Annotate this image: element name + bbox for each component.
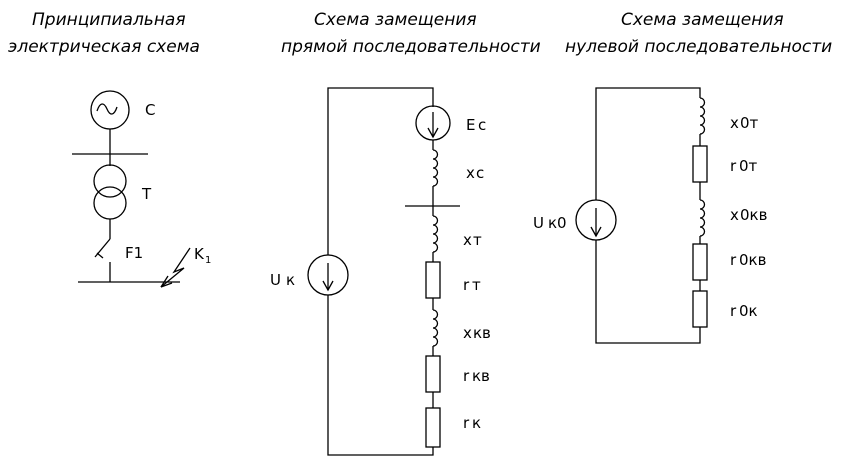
top-wire	[327, 87, 434, 255]
svg-text:r: r	[730, 157, 737, 175]
r0t-label: r 0т	[730, 157, 758, 175]
title-principal-line-1: Принципиальная	[32, 10, 186, 30]
svg-text:E: E	[466, 116, 475, 134]
svg-text:1: 1	[205, 255, 211, 266]
svg-text:0т: 0т	[739, 157, 758, 175]
svg-text:кв: кв	[473, 324, 491, 342]
rkv-resistor-icon	[425, 355, 441, 393]
svg-text:K: K	[194, 245, 205, 263]
xc-inductor-icon	[432, 149, 439, 187]
bottom-wire-zero	[595, 240, 701, 344]
svg-text:r: r	[730, 302, 737, 320]
svg-text:r: r	[730, 251, 737, 269]
fault-label: K 1	[194, 245, 211, 266]
svg-text:r: r	[463, 367, 470, 385]
svg-text:x: x	[730, 114, 739, 132]
uk0-source-icon	[575, 199, 617, 241]
svg-text:с: с	[476, 164, 484, 182]
transformer-icon	[93, 164, 127, 220]
title-zero-line-2: нулевой последовательности	[565, 37, 832, 57]
uk-source-icon	[307, 254, 349, 296]
x0t-inductor-icon	[699, 97, 706, 135]
rt-label: r т	[463, 276, 481, 294]
transformer-label: Т	[141, 185, 152, 203]
svg-text:U: U	[533, 214, 544, 232]
svg-text:0кв: 0кв	[739, 251, 766, 269]
bottom-wire	[327, 295, 434, 456]
svg-text:x: x	[466, 164, 475, 182]
title-principal-line-2: электрическая схема	[8, 37, 200, 57]
svg-text:0кв: 0кв	[740, 206, 767, 224]
svg-text:r: r	[463, 276, 470, 294]
r0kv-label: r 0кв	[730, 251, 766, 269]
r0k-label: r 0к	[730, 302, 758, 320]
svg-text:x: x	[463, 231, 472, 249]
xt-label: x т	[463, 231, 482, 249]
rk-label: r к	[463, 414, 481, 432]
x0kv-label: x 0кв	[730, 206, 767, 224]
rkv-label: r кв	[463, 367, 490, 385]
source-label: С	[145, 101, 155, 119]
principal-scheme: С Т F1 K 1	[72, 90, 211, 288]
svg-text:к0: к0	[548, 214, 567, 232]
title-positive-sequence: Схема замещения прямой последовательност…	[281, 10, 541, 57]
uk-label: U к	[270, 271, 295, 289]
svg-text:к: к	[286, 271, 295, 289]
svg-text:с: с	[478, 116, 486, 134]
svg-text:кв: кв	[472, 367, 490, 385]
x0kv-inductor-icon	[699, 199, 706, 237]
svg-text:0т: 0т	[740, 114, 759, 132]
svg-text:т: т	[473, 231, 482, 249]
title-principal-scheme: Принципиальная электрическая схема	[8, 10, 200, 57]
svg-text:т: т	[472, 276, 481, 294]
title-zero-sequence: Схема замещения нулевой последовательнос…	[565, 10, 832, 57]
svg-text:r: r	[463, 414, 470, 432]
xkv-inductor-icon	[432, 309, 439, 347]
svg-text:0к: 0к	[739, 302, 758, 320]
x0t-label: x 0т	[730, 114, 759, 132]
positive-sequence-circuit: U к E с x с x т r т	[270, 87, 491, 456]
title-positive-line-2: прямой последовательности	[281, 37, 541, 57]
rk-resistor-icon	[425, 407, 441, 448]
xt-inductor-icon	[432, 215, 439, 253]
svg-text:U: U	[270, 271, 281, 289]
svg-text:x: x	[730, 206, 739, 224]
zero-sequence-circuit: U к0 x 0т r 0т x 0кв r 0кв r 0к	[533, 87, 767, 344]
fault-lightning-icon	[160, 247, 191, 288]
ec-label: E с	[466, 116, 486, 134]
rt-resistor-icon	[425, 261, 441, 299]
system-source-icon	[90, 90, 130, 130]
top-wire-zero	[595, 87, 701, 200]
r0k-resistor-icon	[692, 290, 708, 328]
r0kv-resistor-icon	[692, 243, 708, 281]
svg-text:к: к	[472, 414, 481, 432]
ec-source-icon	[415, 105, 451, 141]
title-positive-line-1: Схема замещения	[314, 10, 477, 30]
r0t-resistor-icon	[692, 145, 708, 183]
switch-label: F1	[125, 244, 143, 262]
xc-label: x с	[466, 164, 484, 182]
title-zero-line-1: Схема замещения	[621, 10, 784, 30]
circuit-breaker-icon	[94, 238, 111, 259]
svg-text:x: x	[463, 324, 472, 342]
xkv-label: x кв	[463, 324, 491, 342]
uk0-label: U к0	[533, 214, 567, 232]
